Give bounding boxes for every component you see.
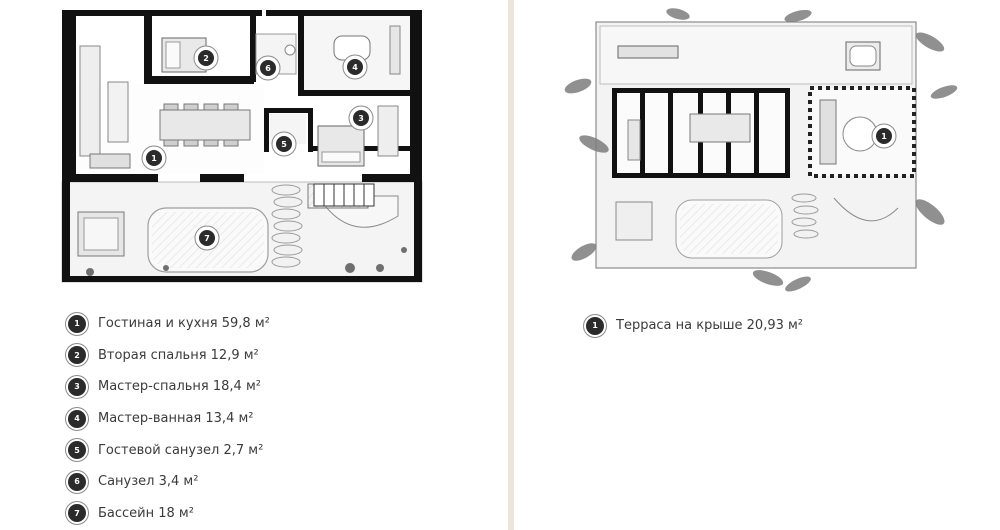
- legend-label: Гостиная и кухня 59,8 м²: [98, 316, 270, 332]
- legend-item: 1 Гостиная и кухня 59,8 м²: [64, 308, 270, 340]
- room-marker-5: 5: [271, 131, 297, 157]
- roof-marker-1: 1: [871, 123, 897, 149]
- legend-badge: 6: [68, 472, 86, 491]
- legend-label: Мастер-спальня 18,4 м²: [98, 379, 261, 395]
- roof-legend: 1 Терраса на крыше 20,93 м²: [582, 310, 803, 342]
- legend-badge: 3: [68, 377, 86, 396]
- room-marker-4: 4: [342, 54, 368, 80]
- panel-divider: [508, 0, 514, 530]
- svg-text:4: 4: [352, 63, 358, 72]
- legend-label: Санузел 3,4 м²: [98, 474, 199, 490]
- svg-text:5: 5: [281, 140, 287, 149]
- legend-item: 7 Бассейн 18 м²: [64, 498, 270, 530]
- dining-table: [159, 109, 251, 141]
- room-marker-7: 7: [194, 225, 220, 251]
- legend-badge: 2: [68, 346, 86, 365]
- plant-foliage: [564, 8, 958, 292]
- room-marker-3: 3: [348, 105, 374, 131]
- legend-item: 6 Санузел 3,4 м²: [64, 466, 270, 498]
- svg-text:2: 2: [203, 54, 209, 63]
- legend-item: 5 Гостевой санузел 2,7 м²: [64, 434, 270, 466]
- legend-badge: 5: [68, 441, 86, 460]
- stepping-stones: [271, 184, 303, 268]
- room-marker-6: 6: [255, 55, 281, 81]
- stairs: [313, 183, 375, 207]
- legend-label: Мастер-ванная 13,4 м²: [98, 411, 254, 427]
- legend-label: Терраса на крыше 20,93 м²: [616, 318, 804, 334]
- legend-badge: 7: [68, 504, 86, 523]
- kitchen-counter: [79, 45, 101, 157]
- room-marker-2: 2: [193, 45, 219, 71]
- legend-label: Бассейн 18 м²: [98, 505, 194, 521]
- ground-floor-plan: 1 2 3 4 5 6 7: [61, 10, 423, 283]
- legend-item: 1 Терраса на крыше 20,93 м²: [582, 310, 803, 342]
- room-marker-1: 1: [141, 145, 167, 171]
- svg-text:1: 1: [881, 132, 887, 141]
- sofa: [89, 153, 131, 169]
- svg-text:1: 1: [151, 154, 157, 163]
- svg-text:6: 6: [265, 64, 271, 73]
- legend-item: 4 Мастер-ванная 13,4 м²: [64, 403, 270, 435]
- legend-label: Вторая спальня 12,9 м²: [98, 347, 259, 363]
- svg-text:3: 3: [358, 114, 364, 123]
- legend-label: Гостевой санузел 2,7 м²: [98, 442, 264, 458]
- roof-plan: 1: [564, 8, 958, 292]
- svg-text:7: 7: [204, 234, 210, 243]
- legend-item: 2 Вторая спальня 12,9 м²: [64, 340, 270, 372]
- legend-badge: 1: [68, 314, 86, 333]
- legend-item: 3 Мастер-спальня 18,4 м²: [64, 371, 270, 403]
- legend-badge: 1: [586, 316, 604, 335]
- legend-badge: 4: [68, 409, 86, 428]
- ground-floor-legend: 1 Гостиная и кухня 59,8 м² 2 Вторая спальн…: [64, 308, 270, 529]
